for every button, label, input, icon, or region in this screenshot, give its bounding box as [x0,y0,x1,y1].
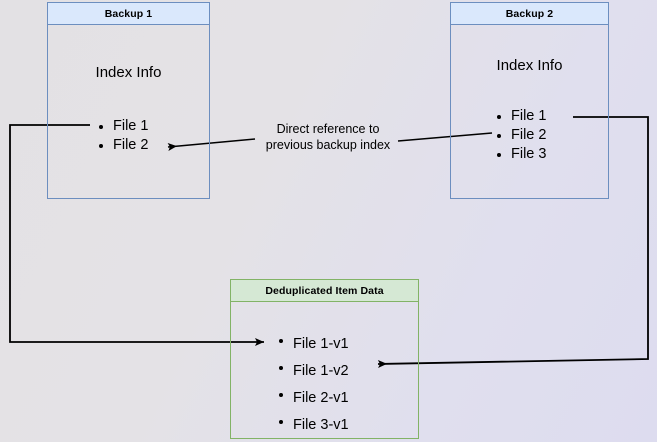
node-dedup-file-list: File 1-v1 File 1-v2 File 2-v1 File 3-v1 [277,331,349,439]
node-backup1-file-list: File 1 File 2 [97,117,148,155]
node-backup1-body: Index Info File 1 File 2 [48,25,209,198]
list-item: File 2 [97,136,148,155]
node-backup2-file-list: File 1 File 2 File 3 [495,107,546,164]
list-item: File 3-v1 [277,412,349,439]
node-dedup[interactable]: Deduplicated Item Data File 1-v1 File 1-… [230,279,419,439]
node-backup1-subtitle: Index Info [95,64,162,81]
node-backup2-title: Backup 2 [505,7,554,20]
list-item: File 3 [495,145,546,164]
node-backup1[interactable]: Backup 1 Index Info File 1 File 2 [47,2,210,199]
node-backup2-body: Index Info File 1 File 2 File 3 [451,25,608,198]
node-dedup-body: File 1-v1 File 1-v2 File 2-v1 File 3-v1 [231,302,418,438]
list-item: File 1-v2 [277,358,349,385]
list-item: File 2 [495,126,546,145]
list-item: File 1 [97,117,148,136]
node-backup1-header: Backup 1 [48,3,209,25]
list-item: File 1-v1 [277,331,349,358]
node-backup1-title: Backup 1 [104,7,153,20]
node-dedup-header: Deduplicated Item Data [231,280,418,302]
node-backup2-header: Backup 2 [451,3,608,25]
list-item: File 2-v1 [277,385,349,412]
node-backup2-subtitle: Index Info [496,57,563,74]
node-backup2[interactable]: Backup 2 Index Info File 1 File 2 File 3 [450,2,609,199]
list-item: File 1 [495,107,546,126]
node-dedup-title: Deduplicated Item Data [265,284,384,297]
edge-label-direct-reference: Direct reference to previous backup inde… [265,122,391,152]
